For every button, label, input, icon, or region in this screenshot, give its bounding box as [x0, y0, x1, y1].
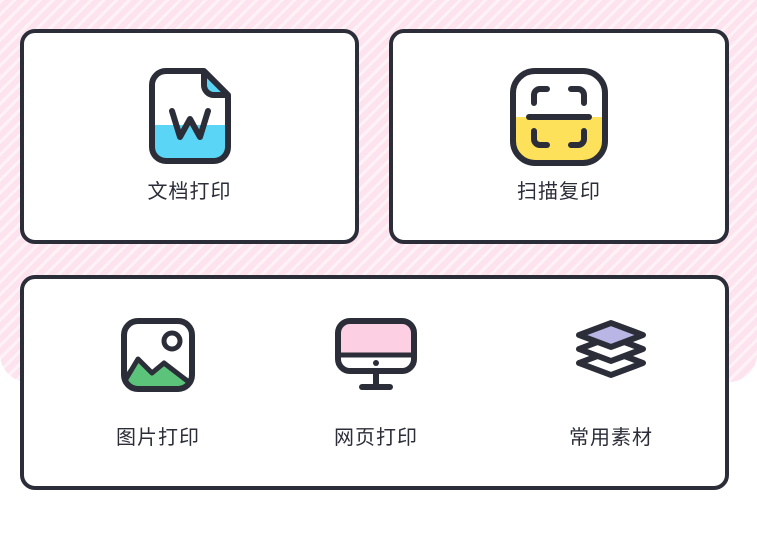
common-materials-tile[interactable]: 常用素材: [511, 317, 711, 450]
common-materials-label: 常用素材: [569, 425, 653, 449]
document-print-label: 文档打印: [147, 179, 232, 203]
web-print-label: 网页打印: [334, 425, 418, 449]
scan-copy-tile[interactable]: 扫描复印: [393, 67, 725, 204]
image-print-label: 图片打印: [116, 425, 200, 449]
scan-frame-icon: [509, 67, 609, 167]
monitor-icon: [334, 317, 418, 393]
image-print-tile[interactable]: 图片打印: [58, 317, 258, 450]
print-options-card: 图片打印 网页打印 常用素材: [20, 275, 729, 490]
document-print-tile[interactable]: 文档打印: [24, 67, 355, 204]
document-print-card[interactable]: 文档打印: [20, 29, 359, 244]
scan-copy-card[interactable]: 扫描复印: [389, 29, 729, 244]
layers-icon: [573, 317, 649, 393]
scan-copy-label: 扫描复印: [517, 179, 601, 203]
web-print-tile[interactable]: 网页打印: [276, 317, 476, 450]
word-document-icon: [148, 67, 232, 167]
image-icon: [120, 317, 196, 393]
